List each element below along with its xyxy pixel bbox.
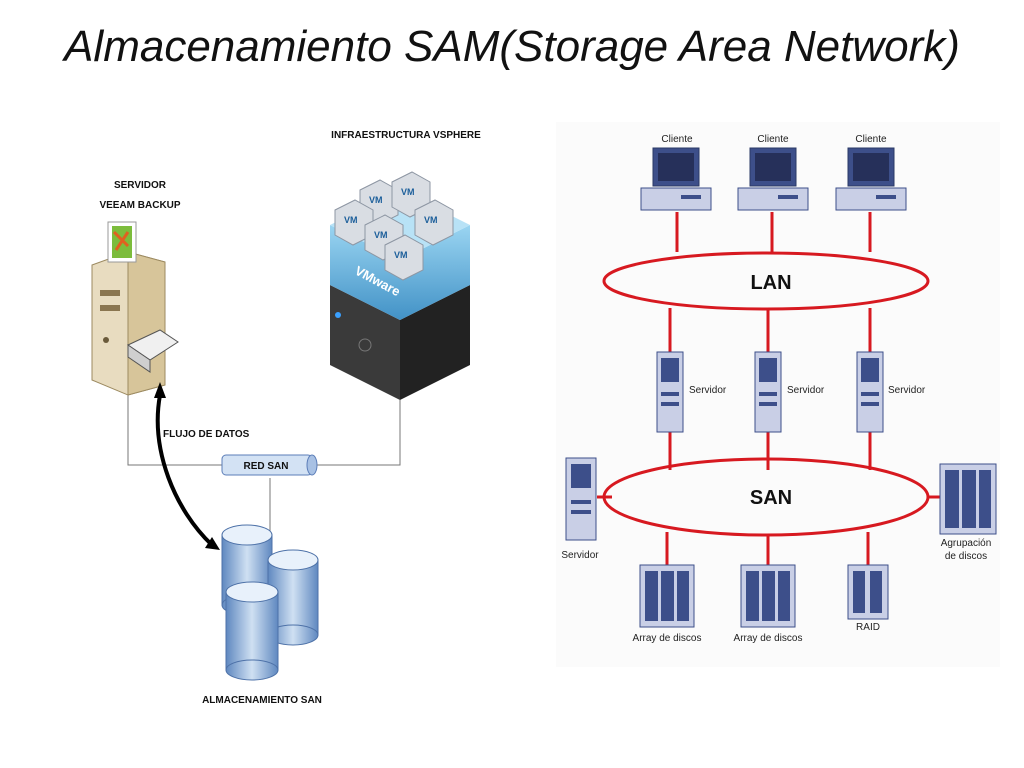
lan-servers [656,351,884,433]
lan-label: LAN [750,272,791,294]
red-san-label: RED SAN [243,461,288,472]
left-network-lines [127,388,401,540]
vm-label: VM [374,230,388,240]
data-flow-arrow [154,382,220,550]
vsphere-infrastructure: VM VM VM VM VM VM VMware [330,171,470,400]
cluster-label-line2: de discos [945,551,987,562]
array-label: Array de discos [633,633,702,644]
raid-label: RAID [856,622,880,633]
vm-label: VM [401,187,415,197]
array-label: Array de discos [734,633,803,644]
client-computers [640,147,907,211]
client-label: Cliente [757,134,789,145]
disk-arrays [639,564,889,628]
vm-label: VM [344,215,358,225]
san-storage-cylinders [221,524,319,681]
veeam-server [91,221,179,396]
san-label: SAN [750,487,792,509]
red-links [597,212,945,565]
flow-label: FLUJO DE DATOS [163,429,250,440]
server-label: Servidor [787,385,825,396]
vm-label: VM [394,250,408,260]
disk-cluster [939,463,997,535]
cluster-label-line1: Agrupación [941,538,992,549]
server-title-line1: SERVIDOR [114,180,167,191]
slide-title: Almacenamiento SAM(Storage Area Network) [64,22,960,71]
vm-label: VM [369,195,383,205]
side-server-label: Servidor [561,550,599,561]
san-side-server [565,457,597,541]
lan-ring [602,251,930,311]
client-label: Cliente [661,134,693,145]
vsphere-title: INFRAESTRUCTURA VSPHERE [331,130,481,141]
storage-label: ALMACENAMIENTO SAN [202,695,322,706]
red-san-pipe [221,454,318,476]
san-ring [602,457,930,537]
server-label: Servidor [888,385,926,396]
server-title-line2: VEEAM BACKUP [99,200,180,211]
client-label: Cliente [855,134,887,145]
server-label: Servidor [689,385,727,396]
vm-label: VM [424,215,438,225]
